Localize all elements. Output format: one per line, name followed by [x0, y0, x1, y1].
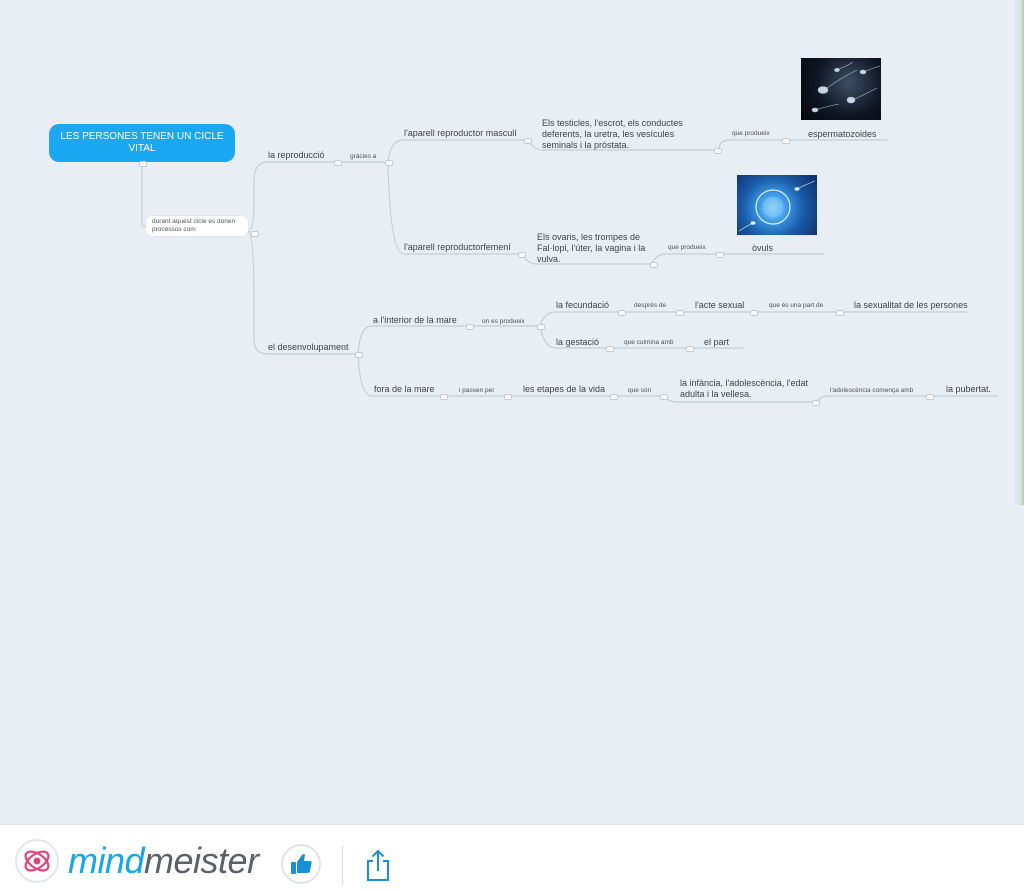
- node-reproduccio[interactable]: la reproducció: [268, 150, 325, 160]
- footer-divider: [342, 845, 343, 885]
- collapse-toggle[interactable]: [782, 138, 790, 144]
- connector-gracies[interactable]: gràcies a: [350, 153, 377, 160]
- link-on-gestacio: [539, 325, 610, 349]
- scroll-edge: [1014, 0, 1024, 505]
- link-bubble-to-branches: [247, 161, 338, 233]
- node-ovuls[interactable]: òvuls: [752, 243, 774, 253]
- root-node[interactable]: LES PERSONES TENEN UN CICLE VITAL: [49, 124, 235, 162]
- collapse-toggle[interactable]: [355, 352, 363, 358]
- brand-meister: meister: [144, 840, 259, 881]
- node-male-description[interactable]: Els testicles, l'escrot, els conductes d…: [542, 118, 683, 150]
- bubble-node[interactable]: durant aquest cicle es donen processos c…: [146, 216, 248, 236]
- collapse-toggle[interactable]: [440, 394, 448, 400]
- connector-que-son[interactable]: que són: [628, 387, 652, 394]
- connector-on-es-produeix[interactable]: on es produeix: [482, 318, 525, 325]
- node-etapes-vida[interactable]: les etapes de la vida: [523, 384, 606, 394]
- collapse-toggle[interactable]: [812, 400, 820, 406]
- collapse-toggle[interactable]: [251, 231, 259, 237]
- footer-bar: mindmeister: [0, 824, 1024, 891]
- like-button[interactable]: [281, 844, 321, 884]
- collapse-toggle[interactable]: [926, 394, 934, 400]
- collapse-toggle[interactable]: [836, 310, 844, 316]
- collapse-toggle[interactable]: [610, 394, 618, 400]
- link-on-fecundacio: [539, 311, 622, 327]
- node-pubertat[interactable]: la pubertat.: [946, 384, 992, 394]
- connector-culmina-amb[interactable]: que culmina amb: [624, 339, 674, 346]
- connector-passen-per[interactable]: i passen per: [459, 387, 495, 394]
- link-desenv-interior: [357, 325, 470, 355]
- ovum-image: [737, 175, 817, 235]
- sperm-cells-image: [801, 58, 881, 120]
- collapse-toggle[interactable]: [537, 324, 545, 330]
- link-desenv-fora: [357, 353, 444, 397]
- collapse-toggle[interactable]: [714, 148, 722, 154]
- connector-part-de[interactable]: que és una part de: [769, 302, 824, 309]
- collapse-toggle[interactable]: [524, 138, 532, 144]
- collapse-toggle[interactable]: [504, 394, 512, 400]
- node-female-apparatus[interactable]: l'aparell reproductorfemení: [404, 242, 511, 252]
- node-female-description[interactable]: Els ovaris, les trompes de Fal·lopi, l'ú…: [537, 232, 646, 264]
- link-bubble-to-desenvolupament: [247, 231, 355, 355]
- connector-female-produces[interactable]: que produeix: [668, 244, 706, 251]
- node-el-part[interactable]: el part: [704, 337, 730, 347]
- collapse-toggle[interactable]: [618, 310, 626, 316]
- node-stages[interactable]: la infància, l'adolescència, l'edat adul…: [680, 378, 809, 399]
- node-sexualitat[interactable]: la sexualitat de les persones: [854, 300, 968, 310]
- collapse-toggle[interactable]: [676, 310, 684, 316]
- collapse-toggle[interactable]: [716, 252, 724, 258]
- node-espermatozoides[interactable]: espermatozoides: [808, 129, 877, 139]
- share-icon: [367, 849, 389, 881]
- collapse-toggle[interactable]: [750, 310, 758, 316]
- link-female-produces: [651, 253, 824, 265]
- node-desenvolupament[interactable]: el desenvolupament: [268, 342, 349, 352]
- collapse-toggle[interactable]: [139, 161, 147, 167]
- node-fecundacio[interactable]: la fecundació: [556, 300, 610, 310]
- node-gestacio[interactable]: la gestació: [556, 337, 600, 347]
- root-title: LES PERSONES TENEN UN CICLE VITAL: [60, 131, 224, 154]
- connector-despres-de[interactable]: després de: [634, 302, 667, 309]
- link-pubertat: [815, 395, 998, 403]
- brand-mind: mind: [68, 840, 145, 881]
- collapse-toggle[interactable]: [606, 346, 614, 352]
- thumbs-up-icon: [291, 854, 312, 874]
- node-acte-sexual[interactable]: l'acte sexual: [695, 300, 745, 310]
- collapse-toggle[interactable]: [518, 252, 526, 258]
- collapse-toggle[interactable]: [686, 346, 694, 352]
- connector-adolescencia-comenca[interactable]: l'adolescència comença amb: [830, 387, 914, 394]
- link-gracies-male: [387, 139, 528, 163]
- collapse-toggle[interactable]: [385, 160, 393, 166]
- share-button[interactable]: [362, 845, 394, 885]
- link-male-produces: [717, 139, 888, 151]
- link-gracies-female: [387, 161, 522, 255]
- collapse-toggle[interactable]: [334, 160, 342, 166]
- connection-lines: [141, 139, 998, 403]
- scroll-edge-accent: [1022, 0, 1024, 505]
- node-fora-mare[interactable]: fora de la mare: [374, 384, 435, 394]
- mindmeister-logo-icon[interactable]: [15, 839, 59, 883]
- collapse-toggle[interactable]: [660, 394, 668, 400]
- node-interior-mare[interactable]: a l'interior de la mare: [373, 315, 457, 325]
- mind-map-canvas[interactable]: LES PERSONES TENEN UN CICLE VITAL durant…: [0, 0, 1024, 824]
- collapse-toggle[interactable]: [650, 262, 658, 268]
- node-male-apparatus[interactable]: l'aparell reproductor masculí: [404, 128, 517, 138]
- collapse-toggle[interactable]: [466, 324, 474, 330]
- link-root-bubble: [141, 162, 146, 227]
- brand-wordmark: mindmeister: [68, 841, 259, 881]
- connector-male-produces[interactable]: que produeix: [732, 130, 770, 137]
